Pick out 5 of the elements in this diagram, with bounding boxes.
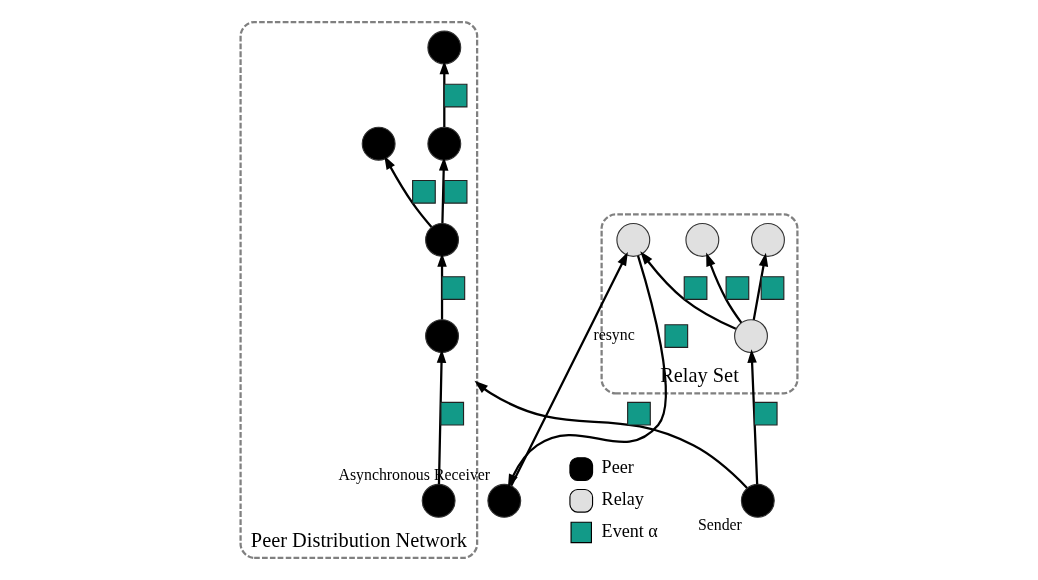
legend-label: Peer xyxy=(601,457,634,478)
legend-label: Event α xyxy=(601,520,658,541)
edge-label: resync xyxy=(593,326,635,344)
node-label: Sender xyxy=(697,515,742,533)
legend-label: Relay xyxy=(601,489,644,510)
